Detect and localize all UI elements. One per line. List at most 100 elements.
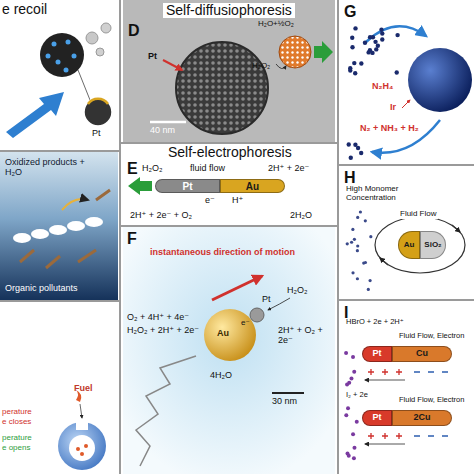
molecule-dots <box>352 456 356 460</box>
label-text: H₂O₂ + 2H⁺ + 2e⁻ <box>127 326 199 336</box>
molecule-dots <box>359 151 363 155</box>
bubble-recoil-motor <box>66 40 71 45</box>
label-text: H₂O₂ <box>252 62 270 71</box>
rod-segment: Pt <box>362 410 392 426</box>
bimetallic-rod-scene <box>128 177 152 195</box>
label-text: I₂ + 2e <box>346 391 368 399</box>
label-text: H⁺ <box>232 196 243 206</box>
label-text: Fluid Flow, Electron <box>399 332 464 340</box>
tem-particle <box>163 60 182 70</box>
segment-label: Pt <box>373 349 382 359</box>
molecule-dots <box>346 406 350 410</box>
rod-charge-scene <box>365 369 448 444</box>
bubble-recoil-motor <box>56 60 61 65</box>
molecule-dots <box>356 244 359 247</box>
rod-charge-scene <box>365 380 405 381</box>
panel: F <box>123 227 335 474</box>
molecule-dots <box>355 420 359 424</box>
molecule-dots <box>344 351 348 355</box>
label-text: HBrO + 2e + 2H⁺ <box>346 318 404 326</box>
molecule-dots <box>368 35 372 39</box>
molecule-dots <box>359 210 362 213</box>
panel: Self-diffusiophoresisD <box>123 0 335 142</box>
tem-particle <box>150 36 333 134</box>
segment-label: Pt <box>373 413 382 423</box>
label-text: H₂O₂ <box>287 286 308 296</box>
bubble-recoil-motor <box>88 99 108 104</box>
gated-capsule <box>69 435 95 461</box>
molecule-dots <box>349 155 353 159</box>
rod-segment: 2Cu <box>392 410 452 426</box>
label-text: Pt <box>92 129 101 139</box>
molecule-dots <box>395 33 399 37</box>
flow-loop <box>452 225 460 232</box>
tem-particle <box>314 41 333 63</box>
molecule-dots <box>369 235 372 238</box>
panel-letter: F <box>127 230 137 248</box>
gated-capsule <box>80 452 84 456</box>
panel-divider <box>120 225 338 227</box>
label-text: Ir <box>390 103 396 113</box>
bubble-recoil-motor <box>84 98 112 126</box>
molecule-dots <box>367 288 370 291</box>
label-text: e opens <box>2 444 30 453</box>
rod-charge-scene <box>368 433 402 439</box>
molecule-dots <box>356 146 360 150</box>
molecule-dots <box>353 71 357 75</box>
label-text: fluid flow <box>190 164 225 174</box>
panel-letter: E <box>127 160 138 178</box>
molecule-dots <box>345 383 349 387</box>
molecule-dots <box>352 61 356 65</box>
rod-charge-scene <box>414 435 448 436</box>
molecule-dots <box>350 36 354 40</box>
bubble-recoil-motor <box>72 54 77 59</box>
pollutant-scene <box>49 225 67 235</box>
molecule-dots <box>348 68 352 72</box>
panel-divider <box>338 299 474 301</box>
label-text: Organic pollutants <box>5 284 78 294</box>
janus-sphere-scene <box>204 309 256 361</box>
molecule-dots <box>344 26 400 460</box>
gated-capsule <box>76 447 80 451</box>
label-text: 40 nm <box>150 126 175 136</box>
label-text: Fluid Flow <box>398 210 438 219</box>
molecule-dots <box>350 45 354 49</box>
flow-loop <box>375 217 465 273</box>
pollutant-scene <box>13 190 110 268</box>
bubble-recoil-motor <box>40 33 84 77</box>
panel-divider <box>0 150 120 152</box>
label-text: Fuel <box>74 384 93 394</box>
pollutant-scene <box>13 233 31 243</box>
molecule-dots <box>352 370 356 374</box>
label-text: e⁻ <box>241 319 250 328</box>
label-text: H₂O+½O₂ <box>258 20 294 29</box>
pollutant-scene <box>62 199 88 210</box>
iridium-motor <box>366 26 426 42</box>
bubble-recoil-motor <box>64 68 69 73</box>
rod-charge-scene <box>365 444 405 445</box>
molecule-dots <box>352 446 356 450</box>
bubble-recoil-motor <box>78 70 90 100</box>
molecule-dots <box>350 241 353 244</box>
rod-segment: Au <box>220 179 285 193</box>
molecule-dots <box>364 219 367 222</box>
panel-divider <box>0 300 120 302</box>
label-text: perature <box>2 408 32 417</box>
rod-segment: Cu <box>392 346 452 362</box>
bubble-recoil-motor <box>46 54 51 59</box>
molecule-dots <box>346 242 349 245</box>
pollutant-scene <box>31 229 49 239</box>
molecule-dots <box>379 27 383 31</box>
tem-particle <box>176 42 268 134</box>
iridium-motor <box>366 26 472 152</box>
janus-half: SiO₂ <box>420 231 446 259</box>
molecule-dots <box>359 61 363 65</box>
janus-sphere-scene <box>212 276 262 300</box>
bubble-recoil-motor <box>52 42 57 47</box>
gated-capsule <box>58 390 106 470</box>
panel: IPtCuPt2Cu <box>340 301 474 474</box>
rod-charge-scene <box>368 369 402 375</box>
segment-label: SiO₂ <box>424 241 441 250</box>
janus-sphere-scene <box>268 298 290 310</box>
